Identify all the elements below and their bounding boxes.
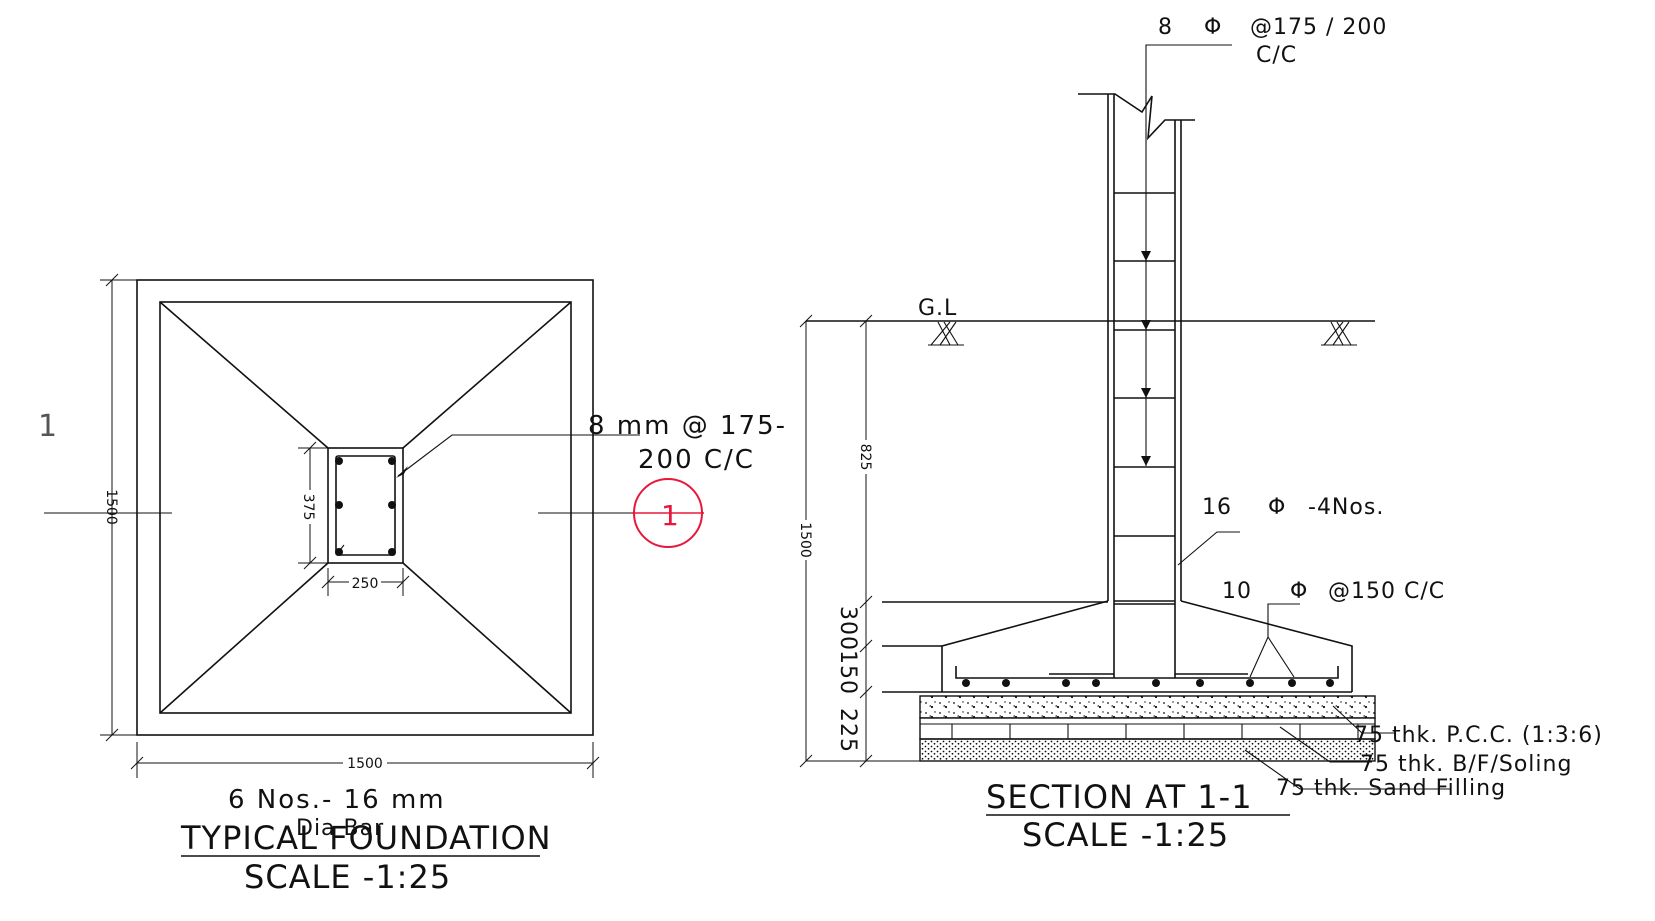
plan-scale: SCALE -1:25 xyxy=(244,858,451,896)
plan-dim-col-w-label: 250 xyxy=(352,576,379,592)
plan-dim-height-label: 1500 xyxy=(103,489,119,525)
section-dim-225: 225 xyxy=(835,708,860,753)
footing-outline xyxy=(136,279,594,736)
column-break-line xyxy=(1078,93,1195,141)
plan-bar-note-1: 6 Nos.- 16 mm xyxy=(228,785,446,815)
top-bar-dia: 8 xyxy=(1158,15,1173,40)
plan-dim-width: 1500 xyxy=(130,742,600,778)
base-bars xyxy=(962,679,1334,687)
slope-lines xyxy=(159,301,572,714)
plan-dim-height: 1500 xyxy=(100,273,137,742)
column-outline xyxy=(327,447,404,564)
top-bar-cc: C/C xyxy=(1256,43,1297,68)
column-bars xyxy=(335,457,396,556)
plan-dim-col-w: 250 xyxy=(321,568,410,596)
main-bar-count: -4Nos. xyxy=(1308,495,1384,520)
ground-level-label: G.L xyxy=(918,296,957,321)
top-bar-phi: Φ xyxy=(1204,15,1222,40)
main-bar-phi: Φ xyxy=(1268,495,1286,520)
plan-side-marker: 1 xyxy=(38,409,57,444)
base-bar-phi: Φ xyxy=(1290,579,1308,604)
soling-bricks xyxy=(920,723,1375,739)
foundation-plan: 1 1 8 mm @ 175- 200 C/C 1500 xyxy=(38,273,787,896)
plan-title: TYPICAL FOUNDATION xyxy=(180,819,552,857)
section-dim-upper-label: 825 xyxy=(857,444,873,471)
plan-bar-note-2: Dia Bar xyxy=(296,816,384,841)
sand-layer xyxy=(919,738,1376,762)
footing-slope-top xyxy=(159,301,572,714)
section-dim-150: 150 xyxy=(835,650,860,695)
foundation-section: G.L xyxy=(797,15,1603,854)
top-bar-spacing: @175 / 200 xyxy=(1250,15,1387,40)
section-marker: 1 xyxy=(632,478,704,548)
column-stirrups xyxy=(1114,192,1175,605)
ground-hatch-right xyxy=(1321,321,1357,346)
section-dim-300: 300 xyxy=(835,606,860,651)
section-title: SECTION AT 1-1 xyxy=(986,778,1253,816)
plan-dim-col-h-label: 375 xyxy=(300,494,316,521)
section-dim-total-label: 1500 xyxy=(797,522,813,558)
footing-right xyxy=(1180,600,1353,692)
section-marker-label: 1 xyxy=(661,499,679,532)
pcc-layer xyxy=(919,695,1376,719)
section-dim-chain: 825 xyxy=(857,314,874,768)
base-bar-spacing: @150 C/C xyxy=(1328,579,1445,604)
plan-dim-col-h: 375 xyxy=(298,441,328,570)
layer-soling-label: 75 thk. B/F/Soling xyxy=(1360,752,1572,777)
layer-pcc-label: 75 thk. P.C.C. (1:3:6) xyxy=(1354,723,1603,748)
column-stirrup xyxy=(335,455,396,556)
layer-sand-label: 75 thk. Sand Filling xyxy=(1276,776,1506,801)
plan-stirrup-note-1: 8 mm @ 175- xyxy=(588,411,787,441)
ground-hatch-left xyxy=(928,321,964,346)
plan-stirrup-note-2: 200 C/C xyxy=(638,445,755,475)
base-bar-dia: 10 xyxy=(1222,579,1252,604)
plan-dim-width-label: 1500 xyxy=(347,756,383,772)
section-dim-total: 1500 xyxy=(797,314,920,768)
main-bar-dia: 16 xyxy=(1202,495,1232,520)
section-scale: SCALE -1:25 xyxy=(1022,816,1229,854)
soling-layer xyxy=(919,717,1376,740)
